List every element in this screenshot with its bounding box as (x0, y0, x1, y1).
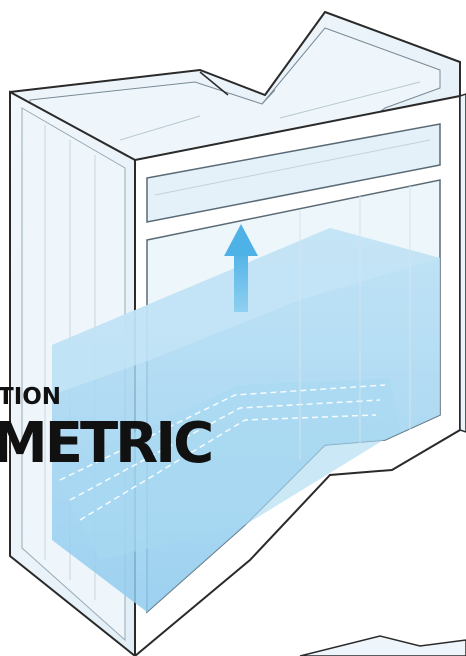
caption-line-2: METRIC (0, 416, 211, 472)
second-tank-corner (300, 636, 466, 656)
tank-right-wall (460, 94, 466, 432)
caption-line-1: TION (0, 384, 61, 410)
